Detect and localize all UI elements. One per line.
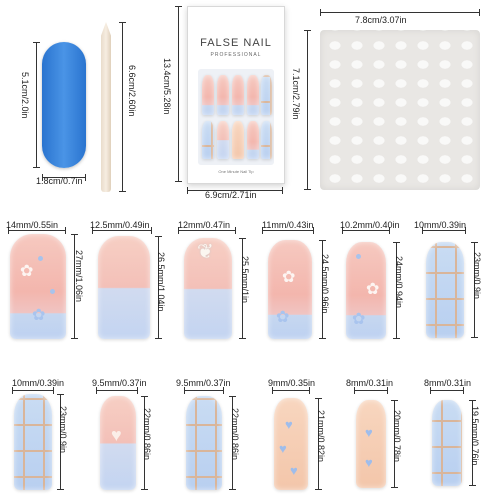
row2-width-line-1 bbox=[12, 387, 54, 394]
row1-length-line-3 bbox=[239, 238, 246, 339]
file-width-dimension-line bbox=[42, 174, 86, 181]
flower-icon: ✿ bbox=[20, 263, 34, 280]
row2-length-label-5: 20mm/0.78in bbox=[392, 410, 402, 463]
stick-height-label: 6.6cm/2.60in bbox=[127, 65, 137, 117]
row2-length-label-2: 22mm/0.86in bbox=[142, 408, 152, 461]
box-height-dimension-line bbox=[175, 6, 182, 182]
row2-length-line-6 bbox=[469, 400, 476, 486]
row2-width-line-5 bbox=[354, 387, 388, 394]
row2-width-line-3 bbox=[184, 387, 224, 394]
nail-row1-1: ✿ ✿ bbox=[10, 234, 66, 339]
row2-width-label-1: 10mm/0.39in bbox=[12, 378, 65, 388]
nail-row1-5: ✿ ✿ bbox=[346, 242, 386, 339]
row2-length-label-6: 19.5mm/0.76in bbox=[470, 406, 480, 466]
row2-length-label-3: 22mm/0.86in bbox=[230, 408, 240, 461]
row1-width-label-4: 11mm/0.43in bbox=[262, 220, 314, 230]
row2-width-label-4: 9mm/0.35in bbox=[268, 378, 316, 388]
box-footer: One Minute Nail Tip bbox=[218, 169, 254, 174]
row2-length-label-1: 23mm/0.9in bbox=[58, 406, 68, 454]
row1-length-label-2: 26.5mm/1.04in bbox=[156, 252, 166, 312]
heart-icon: ♥ bbox=[365, 455, 373, 470]
nail-row2-1 bbox=[14, 394, 52, 490]
row1-length-label-1: 27mm/1.06in bbox=[74, 250, 84, 303]
dot-decoration bbox=[38, 256, 43, 261]
row1-width-label-6: 10mm/0.39in bbox=[414, 220, 467, 230]
row1-width-label-5: 10.2mm/0.40in bbox=[340, 220, 400, 230]
row1-length-line-1 bbox=[71, 234, 78, 339]
nail-row2-6 bbox=[432, 400, 462, 486]
row2-length-line-1 bbox=[57, 394, 64, 490]
flower-icon: ✿ bbox=[276, 309, 290, 326]
box-width-dimension-line bbox=[187, 187, 283, 194]
row1-length-label-4: 24.5mm/0.96in bbox=[320, 254, 330, 314]
file-width-label: 1.8cm/0.7in bbox=[36, 176, 83, 186]
heart-icon: ♥ bbox=[111, 425, 122, 445]
box-width-label: 6.9cm/2.71in bbox=[205, 190, 257, 200]
bow-icon: ❦ bbox=[197, 241, 214, 263]
row2-width-line-6 bbox=[430, 387, 464, 394]
row1-length-line-5 bbox=[393, 242, 400, 339]
row1-width-line-5 bbox=[342, 227, 390, 234]
row1-width-line-6 bbox=[422, 227, 466, 234]
row2-length-line-4 bbox=[315, 398, 322, 490]
nail-row1-6 bbox=[426, 242, 464, 338]
row1-width-line-4 bbox=[262, 227, 314, 234]
row2-length-line-2 bbox=[141, 396, 148, 490]
flower-icon: ✿ bbox=[352, 311, 366, 328]
product-box: FALSE NAIL PROFESSIONAL One Minute Nail … bbox=[187, 6, 285, 184]
nail-row2-2: ♥ bbox=[100, 396, 136, 490]
flower-icon: ✿ bbox=[282, 269, 296, 286]
row2-width-label-6: 8mm/0.31in bbox=[424, 378, 472, 388]
row2-length-line-3 bbox=[229, 396, 236, 490]
row1-length-label-6: 23mm/0.9in bbox=[472, 252, 482, 300]
row1-width-label-3: 12mm/0.47in bbox=[178, 220, 231, 230]
nail-row1-4: ✿ ✿ bbox=[268, 240, 312, 339]
heart-icon: ♥ bbox=[279, 441, 287, 456]
box-height-label: 13.4cm/5.28in bbox=[162, 58, 172, 115]
row1-width-line-2 bbox=[92, 227, 152, 234]
nail-row2-4: ♥ ♥ ♥ bbox=[274, 398, 308, 490]
adhesive-tab-sheet bbox=[320, 30, 480, 190]
heart-icon: ♥ bbox=[290, 463, 298, 478]
heart-icon: ♥ bbox=[285, 417, 293, 432]
row2-width-line-4 bbox=[272, 387, 310, 394]
flower-icon: ✿ bbox=[32, 307, 46, 324]
row1-width-label-2: 12.5mm/0.49in bbox=[90, 220, 150, 230]
dot-decoration bbox=[50, 289, 55, 294]
box-subtitle: PROFESSIONAL bbox=[210, 52, 262, 58]
row1-width-label-1: 14mm/0.55in bbox=[6, 220, 59, 230]
heart-icon: ♥ bbox=[365, 425, 373, 440]
sheet-width-dimension-line bbox=[320, 9, 480, 16]
row2-length-label-4: 21mm/0.82in bbox=[316, 410, 326, 463]
row2-length-line-5 bbox=[391, 400, 398, 488]
row1-length-label-5: 24mm/0.94in bbox=[394, 256, 404, 309]
sheet-height-label: 7.1cm/2.79in bbox=[291, 68, 301, 120]
sheet-height-dimension-line bbox=[304, 30, 311, 190]
row1-length-label-3: 25.5mm/1in bbox=[240, 256, 250, 304]
row2-width-label-5: 8mm/0.31in bbox=[346, 378, 394, 388]
row1-length-line-6 bbox=[471, 242, 478, 338]
nail-file bbox=[42, 42, 86, 168]
box-brand: FALSE NAIL bbox=[200, 37, 272, 49]
row1-width-line-1 bbox=[8, 227, 66, 234]
box-window bbox=[198, 69, 274, 165]
file-height-dimension-line bbox=[33, 42, 40, 168]
nail-row2-5: ♥ ♥ bbox=[356, 400, 386, 488]
cuticle-stick bbox=[101, 22, 111, 192]
flower-icon: ✿ bbox=[366, 281, 380, 298]
row2-width-label-3: 9.5mm/0.37in bbox=[176, 378, 231, 388]
nail-row2-3 bbox=[186, 396, 222, 490]
dot-decoration bbox=[356, 254, 361, 259]
row1-length-line-2 bbox=[155, 236, 162, 339]
stick-height-dimension-line bbox=[119, 22, 126, 192]
row1-width-line-3 bbox=[178, 227, 236, 234]
row2-width-line-2 bbox=[96, 387, 138, 394]
nail-row1-3: ❦ bbox=[184, 238, 232, 339]
file-height-label: 5.1cm/2.0in bbox=[20, 72, 30, 119]
row1-length-line-4 bbox=[319, 240, 326, 339]
sheet-width-label: 7.8cm/3.07in bbox=[355, 15, 407, 25]
nail-row1-2 bbox=[98, 236, 150, 339]
row2-width-label-2: 9.5mm/0.37in bbox=[92, 378, 147, 388]
